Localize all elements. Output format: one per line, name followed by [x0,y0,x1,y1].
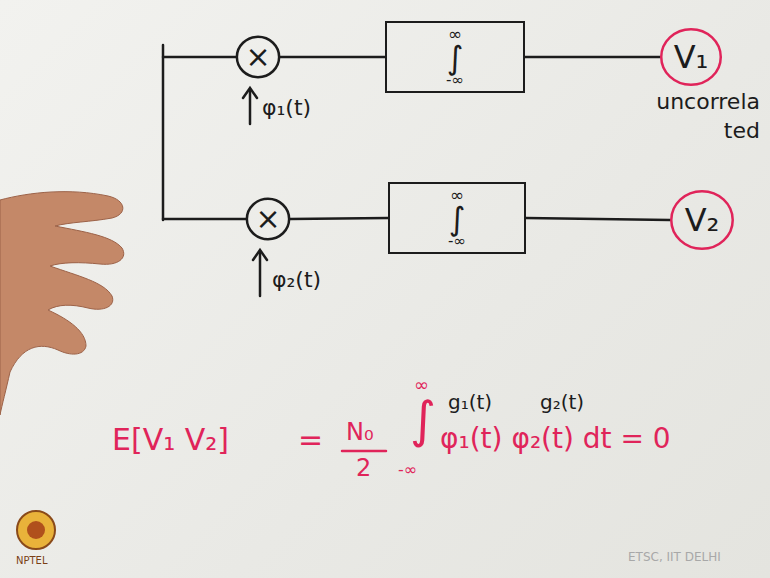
equation-term: φ₁(t) φ₂(t) dt = 0 [440,424,671,453]
integrator-box: ∞∫-∞ [388,182,526,254]
integrator-box: ∞∫-∞ [385,21,525,93]
annotation: g₂(t) [540,392,584,413]
input-wire [163,45,246,220]
equation-term: E[V₁ V₂] [112,424,229,456]
integral-limit: ∞ [414,376,429,395]
integral-text: -∞ [448,234,466,249]
signal-name: φ₂(t) [272,268,321,291]
annotation: g₁(t) [448,392,492,413]
output-circle: V₂ [670,190,734,250]
equation-term: = [298,424,323,456]
signal-wire [525,57,660,58]
integral-text: -∞ [446,73,464,88]
signal-wire [280,57,385,58]
output-circle: V₁ [660,28,722,86]
equation-term: 2 [356,456,371,481]
logo-text: NPTEL [16,556,48,567]
integral-text: ∞ [448,26,462,43]
reference-arrow [243,88,267,296]
fraction-bar [342,450,386,453]
hand-illustration [0,192,124,415]
integral-sign: ∫ [410,394,436,447]
node-text: V₁ [674,41,709,73]
integral-limit: -∞ [398,462,417,479]
signal-name: φ₁(t) [262,96,311,119]
watermark: ETSC, IIT DELHI [628,551,721,564]
integral-text: ∫ [449,204,466,234]
node-text: × [245,42,270,72]
multiplier-circle: × [236,36,280,78]
logo-emblem [17,511,55,549]
integral-text: ∞ [450,187,464,204]
note: uncorrela ted [626,88,760,145]
node-text: V₂ [685,204,720,236]
signal-wire [290,218,388,219]
signal-wire [526,218,670,220]
integral-text: ∫ [447,43,464,73]
node-text: × [255,204,280,234]
multiplier-circle: × [246,198,290,240]
equation-term: N₀ [346,420,374,445]
